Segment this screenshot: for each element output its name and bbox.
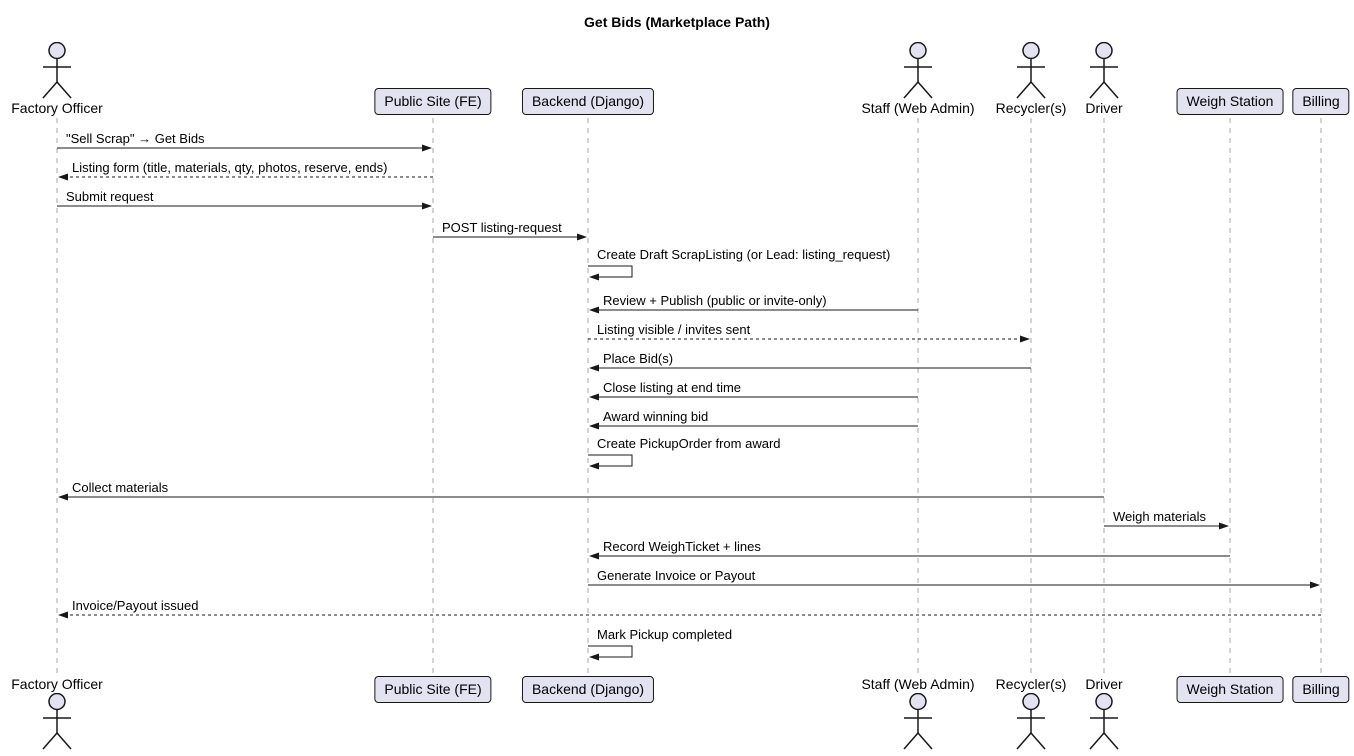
arrowhead [422,202,432,210]
actor-icon-factory-officer-bottom [42,693,72,750]
message-14: Record WeighTicket + lines [589,539,1230,560]
message-label: Review + Publish (public or invite-only) [603,293,827,308]
participant-recycler-s-bottom-label: Recycler(s) [995,676,1067,692]
participant-billing-top: Billing [1292,88,1350,115]
message-label: Weigh materials [1113,509,1206,524]
arrowhead [589,393,599,401]
message-15: Generate Invoice or Payout [588,568,1320,589]
participant-driver-bottom-label: Driver [1085,676,1123,692]
message-label: POST listing-request [442,220,562,235]
arrowhead [58,611,68,619]
arrowhead [1310,581,1320,589]
participant-weigh-station-bottom: Weigh Station [1176,676,1284,703]
message-label: Create PickupOrder from award [597,436,781,451]
participant-weigh-station-top: Weigh Station [1176,88,1284,115]
participant-staff-web-admin-bottom-label: Staff (Web Admin) [861,676,975,692]
message-label: Listing visible / invites sent [597,322,751,337]
message-label: Close listing at end time [603,380,741,395]
arrowhead [1020,335,1030,343]
participant-staff-web-admin-top-label: Staff (Web Admin) [861,100,975,116]
participant-public-site-fe-bottom: Public Site (FE) [374,676,492,703]
participant-backend-django-top: Backend (Django) [521,88,655,115]
message-label: Collect materials [72,480,169,495]
participant-factory-officer-bottom-label: Factory Officer [11,676,103,692]
message-2: Listing form (title, materials, qty, pho… [58,160,433,181]
message-9: Close listing at end time [589,380,918,401]
message-label: Listing form (title, materials, qty, pho… [72,160,388,175]
message-16: Invoice/Payout issued [58,598,1321,619]
message-label: Place Bid(s) [603,351,673,366]
actor-icon-driver-bottom [1089,693,1119,750]
actor-icon-driver-top [1089,42,1119,99]
message-10: Award winning bid [589,409,918,430]
message-6: Review + Publish (public or invite-only) [589,293,918,314]
message-8: Place Bid(s) [589,351,1031,372]
message-label: Submit request [66,189,154,204]
message-1: "Sell Scrap" → Get Bids [57,131,432,152]
arrowhead [589,653,599,661]
participant-recycler-s-top-label: Recycler(s) [995,100,1067,116]
arrowhead [589,552,599,560]
message-5: Create Draft ScrapListing (or Lead: list… [588,247,890,281]
message-label: Create Draft ScrapListing (or Lead: list… [597,247,890,262]
message-4: POST listing-request [433,220,587,241]
message-7: Listing visible / invites sent [588,322,1030,343]
actor-icon-recycler-s-bottom [1016,693,1046,750]
actor-icon-factory-officer-top [42,42,72,99]
arrowhead [1219,522,1229,530]
arrowhead [589,364,599,372]
actor-icon-staff-web-admin-bottom [903,693,933,750]
arrowhead [58,173,68,181]
participant-billing-bottom: Billing [1292,676,1350,703]
message-13: Weigh materials [1104,509,1229,530]
message-label: Generate Invoice or Payout [597,568,756,583]
message-11: Create PickupOrder from award [588,436,781,470]
participant-public-site-fe-top: Public Site (FE) [374,88,492,115]
message-3: Submit request [57,189,432,210]
participant-backend-django-bottom: Backend (Django) [521,676,655,703]
message-label: Award winning bid [603,409,708,424]
arrowhead [589,306,599,314]
participant-factory-officer-top-label: Factory Officer [11,100,103,116]
message-17: Mark Pickup completed [588,627,732,661]
arrowhead [589,462,599,470]
message-label: Invoice/Payout issued [72,598,198,613]
arrowhead [58,493,68,501]
actor-icon-staff-web-admin-top [903,42,933,99]
arrowhead [422,144,432,152]
message-12: Collect materials [58,480,1104,501]
arrowhead [589,422,599,430]
message-label: Mark Pickup completed [597,627,732,642]
participant-driver-top-label: Driver [1085,100,1123,116]
diagram-title: Get Bids (Marketplace Path) [584,14,770,30]
arrowhead [577,233,587,241]
arrowhead [589,273,599,281]
actor-icon-recycler-s-top [1016,42,1046,99]
message-label: "Sell Scrap" → Get Bids [66,131,205,146]
message-label: Record WeighTicket + lines [603,539,761,554]
